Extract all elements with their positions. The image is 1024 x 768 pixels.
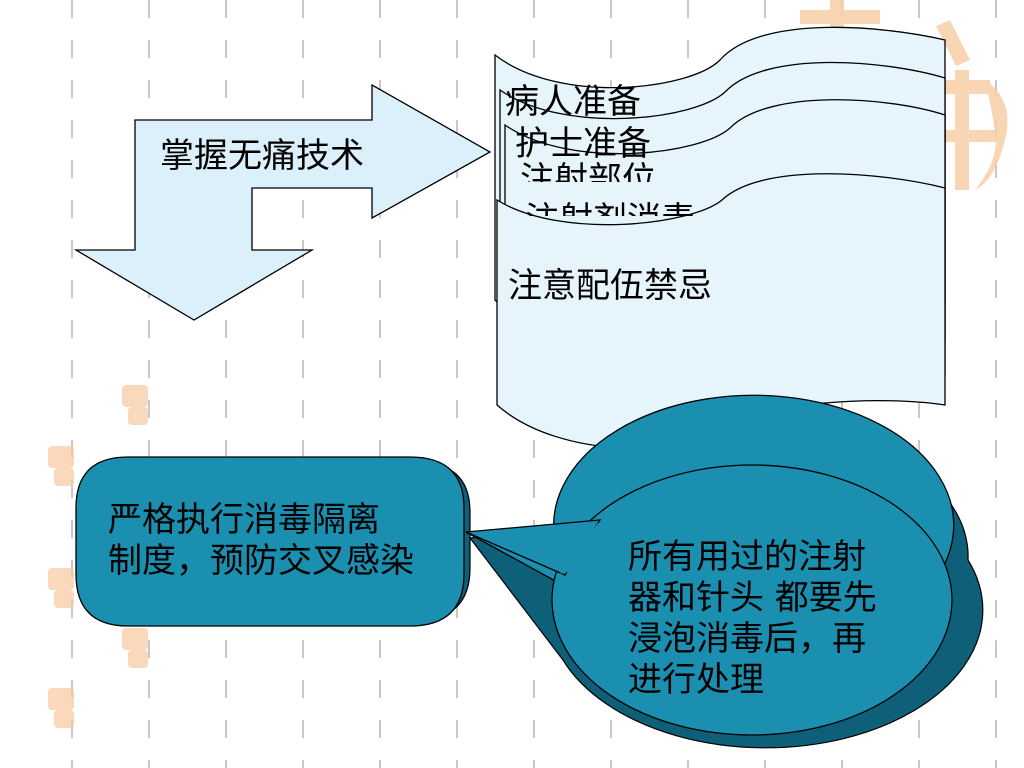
bubble-right-pointer-cover [560,523,630,574]
scroll-item-4-clip: 注射剂消毒 [525,200,715,216]
bubble-right-line-3: 浸泡消毒后，再 [628,619,866,659]
bubble-right-line-4: 进行处理 [628,660,764,700]
seal-stamp-2 [48,446,74,486]
scroll-item-1: 病人准备 [505,82,641,122]
scroll-item-4: 注射剂消毒 [525,200,695,216]
seal-stamp-3 [48,568,74,608]
bubble-left-line-1: 严格执行消毒隔离 [108,500,380,540]
bubble-left-shape [75,456,465,627]
arrow-label: 掌握无痛技术 [160,136,364,176]
seal-stamp-5 [48,688,74,728]
bubble-left-text: 严格执行消毒隔离 制度，预防交叉感染 [108,500,468,582]
bubble-right-line-1: 所有用过的注射 [628,537,866,577]
scroll-item-2: 护士准备 [515,124,651,164]
scroll-item-3-clip: 注射部位 [520,160,710,182]
seal-stamp-1 [122,385,148,425]
bubble-right-line-2: 器和针头 都要先 [628,578,877,618]
seal-stamp-4 [122,628,148,668]
scroll-item-3: 注射部位 [520,160,656,182]
scroll-item-5: 注意配伍禁忌 [508,266,712,306]
bubble-right-text: 所有用过的注射 器和针头 都要先 浸泡消毒后，再 进行处理 [628,537,928,701]
bubble-left-line-2: 制度，预防交叉感染 [108,541,414,581]
bent-arrow-shape [73,83,492,321]
bubble-right-ellipse [551,464,953,736]
